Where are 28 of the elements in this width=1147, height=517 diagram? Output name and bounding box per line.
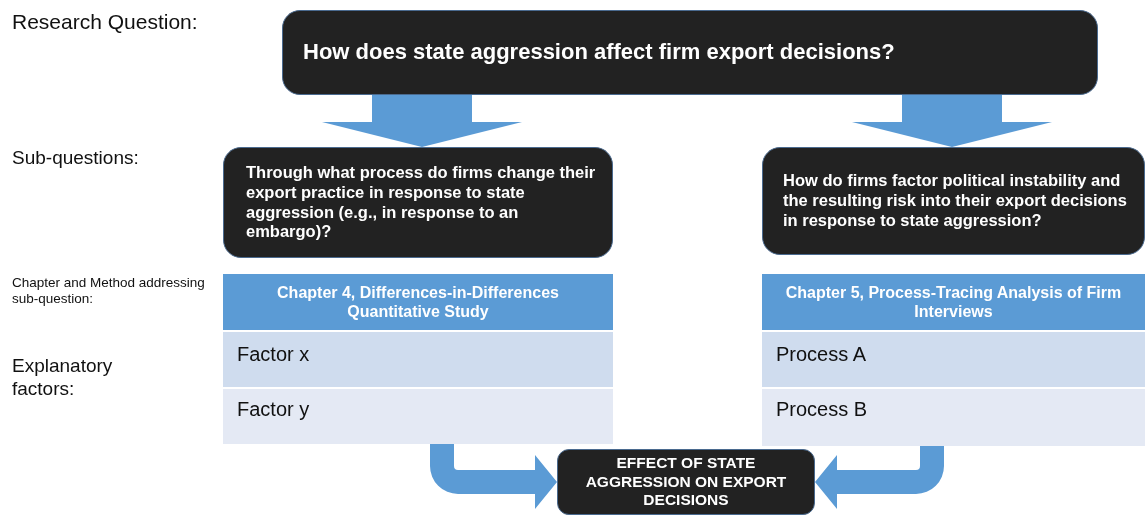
block-arrow [815, 446, 944, 509]
table-row [223, 332, 613, 387]
block-arrow [430, 444, 557, 509]
header-text: Chapter 4, Differences-in-Differences Quantitative Study [276, 282, 560, 322]
question-box [762, 147, 1145, 255]
factor-text: Process B [776, 397, 868, 421]
table-row [223, 389, 613, 444]
factor-text: Process A [776, 342, 867, 366]
outcome-text: EFFECT OF STATE AGGRESSION ON EXPORT DECISIONS [584, 454, 788, 510]
question-text: How does state aggression affect firm export decisions? [303, 39, 895, 66]
row-label: Sub-questions: [12, 147, 140, 170]
table-row [762, 332, 1145, 387]
block-arrow [852, 95, 1052, 147]
block-arrow [322, 95, 522, 147]
row-label: Explanatory factors: [12, 355, 114, 401]
row-label: Research Question: [12, 9, 199, 35]
factor-text: Factor y [237, 397, 310, 421]
question-text: How do firms factor political instability and the resulting risk into their export decisions in response to state aggression? [783, 171, 1128, 231]
row-label: Chapter and Method addressing sub-question: [12, 275, 206, 308]
question-box [223, 147, 613, 258]
table-header [762, 274, 1145, 330]
table-header [223, 274, 613, 330]
outcome-box [557, 449, 815, 515]
table-row [762, 389, 1145, 446]
question-box [282, 10, 1098, 95]
factor-text: Factor x [237, 342, 310, 366]
header-text: Chapter 5, Process-Tracing Analysis of Firm Interviews [784, 282, 1123, 322]
question-text: Through what process do firms change their export practice in response to state aggression (e.g., in response to an embargo)? [246, 162, 597, 243]
